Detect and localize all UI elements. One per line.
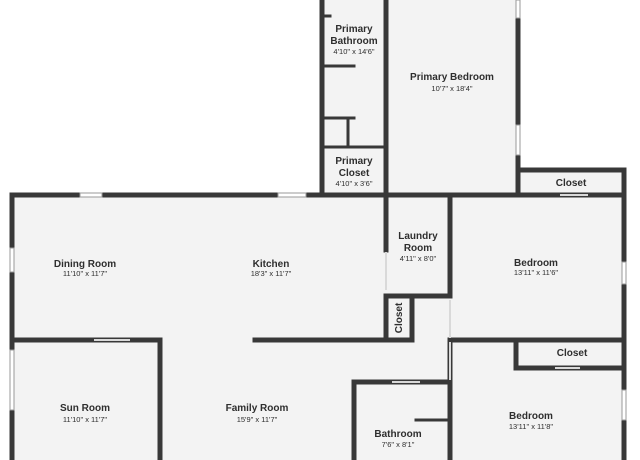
bedroom-1-name: Bedroom bbox=[514, 258, 558, 269]
kitchen-dims: 18'3" x 11'7" bbox=[251, 269, 292, 278]
primary-bedroom-dims: 10'7" x 18'4" bbox=[431, 84, 472, 93]
laundry-room-name-2: Room bbox=[404, 243, 432, 254]
closet-small-name: Closet bbox=[394, 302, 405, 333]
sun-room-name: Sun Room bbox=[60, 403, 110, 414]
windows bbox=[9, 0, 627, 421]
family-room-name: Family Room bbox=[226, 403, 289, 414]
closet-bottom-name: Closet bbox=[557, 348, 588, 359]
primary-bedroom-name: Primary Bedroom bbox=[410, 72, 494, 83]
primary-closet-dims: 4'10" x 3'6" bbox=[336, 179, 373, 188]
bedroom-2-name: Bedroom bbox=[509, 411, 553, 422]
primary-closet-name-2: Closet bbox=[339, 168, 370, 179]
primary-bathroom-dims: 4'10" x 14'6" bbox=[333, 47, 374, 56]
laundry-room-dims: 4'11" x 8'0" bbox=[400, 254, 437, 263]
bathroom-dims: 7'6" x 8'1" bbox=[382, 440, 415, 449]
kitchen-name: Kitchen bbox=[253, 259, 290, 270]
laundry-room-name-1: Laundry bbox=[398, 231, 438, 242]
closet-top-name: Closet bbox=[556, 178, 587, 189]
walls bbox=[9, 0, 627, 460]
primary-bathroom-name-2: Bathroom bbox=[330, 36, 377, 47]
bedroom-1-dims: 13'11" x 11'6" bbox=[514, 268, 559, 277]
dining-room-dims: 11'10" x 11'7" bbox=[63, 269, 108, 278]
primary-closet-name-1: Primary bbox=[335, 156, 373, 167]
bathroom-name: Bathroom bbox=[374, 429, 421, 440]
room-labels: Primary Bathroom 4'10" x 14'6" Primary B… bbox=[54, 24, 588, 449]
floor-fills bbox=[12, 0, 624, 460]
primary-bathroom-name-1: Primary bbox=[335, 24, 373, 35]
family-room-dims: 15'9" x 11'7" bbox=[237, 415, 278, 424]
dining-room-name: Dining Room bbox=[54, 259, 116, 270]
sun-room-dims: 11'10" x 11'7" bbox=[63, 415, 108, 424]
bedroom-2-dims: 13'11" x 11'8" bbox=[509, 422, 554, 431]
